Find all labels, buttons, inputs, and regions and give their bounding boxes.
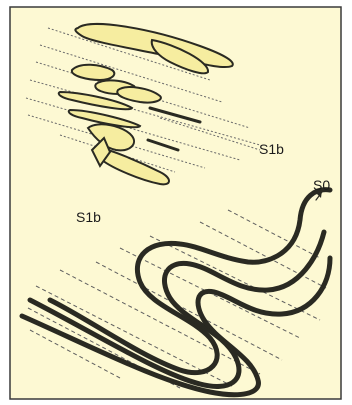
label-s1b-upper: S1b [259, 141, 284, 157]
diagram-panel [10, 7, 341, 399]
label-s0: S0 [313, 177, 330, 193]
label-s1b-lower: S1b [76, 209, 101, 225]
